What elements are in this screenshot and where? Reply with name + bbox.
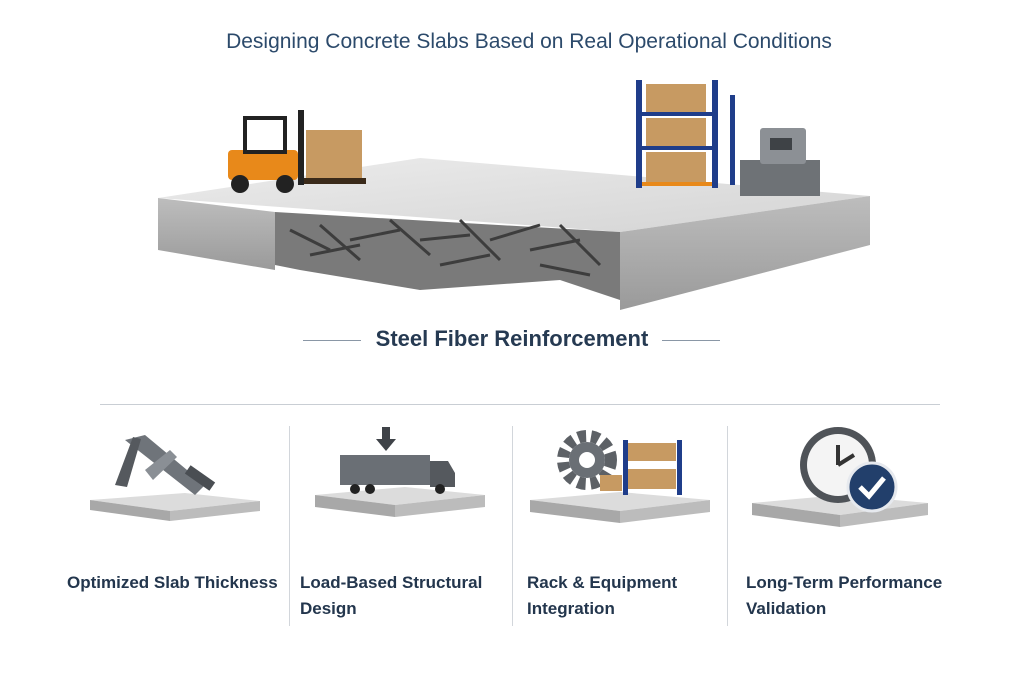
clock-check-icon xyxy=(752,427,928,527)
section-divider xyxy=(100,404,940,405)
column-divider xyxy=(289,426,290,626)
storage-rack-icon xyxy=(636,80,735,188)
slab-front-left xyxy=(158,198,275,270)
feature-label-rack-equipment: Rack & Equipment Integration xyxy=(527,573,678,618)
feature-label-performance-validation: Long-Term Performance Validation xyxy=(746,573,943,618)
fiber-cutaway xyxy=(275,212,620,300)
feature-label-slab-thickness: Optimized Slab Thickness xyxy=(67,573,278,592)
page-title: Designing Concrete Slabs Based on Real O… xyxy=(226,30,832,53)
subtitle: Steel Fiber Reinforcement xyxy=(375,326,649,351)
gear-rack-icon xyxy=(530,430,710,523)
subtitle-line-right xyxy=(662,340,720,341)
subtitle-line-left xyxy=(303,340,361,341)
slab-front-right xyxy=(620,196,870,310)
truck-load-icon xyxy=(315,427,485,517)
industrial-machine-icon xyxy=(740,128,820,196)
steel-fibers xyxy=(289,218,602,277)
column-divider xyxy=(727,426,728,626)
feature-label-load-design: Load-Based Structural Design xyxy=(300,573,483,618)
caliper-icon xyxy=(90,435,260,521)
slab-illustration xyxy=(158,80,870,310)
column-divider xyxy=(512,426,513,626)
forklift-icon xyxy=(228,110,366,193)
